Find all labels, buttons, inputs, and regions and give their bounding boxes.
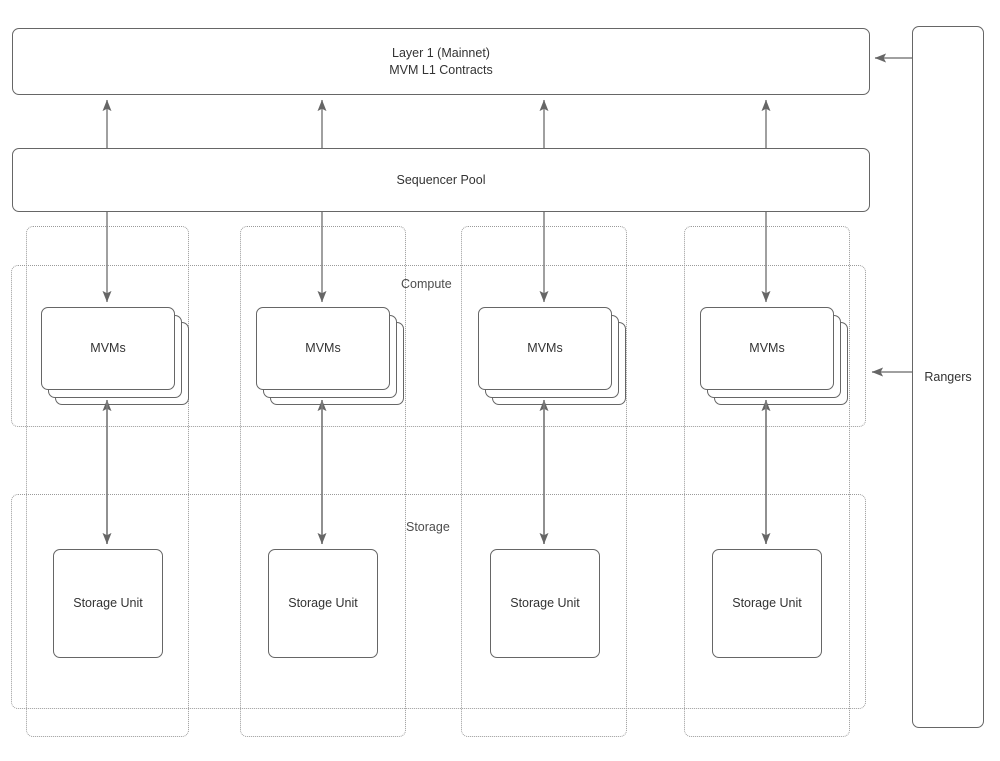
storage-unit-box-col4[interactable]: Storage Unit	[712, 549, 822, 658]
column-group-4	[684, 226, 850, 737]
storage-band-label: Storage	[406, 520, 450, 534]
storage-unit-label-col2: Storage Unit	[288, 596, 358, 610]
mvm-box-col2[interactable]: MVMs	[256, 307, 390, 390]
compute-band-label: Compute	[401, 277, 452, 291]
storage-unit-label-col1: Storage Unit	[73, 596, 143, 610]
sequencer-pool-box[interactable]: Sequencer Pool	[12, 148, 870, 212]
storage-unit-box-col2[interactable]: Storage Unit	[268, 549, 378, 658]
column-group-2	[240, 226, 406, 737]
layer1-mainnet-box[interactable]: Layer 1 (Mainnet) MVM L1 Contracts	[12, 28, 870, 95]
mvm-box-col3[interactable]: MVMs	[478, 307, 612, 390]
mvm-label-col2: MVMs	[305, 341, 341, 355]
storage-band	[11, 494, 866, 709]
mvm-label-col3: MVMs	[527, 341, 563, 355]
mvm-box-col1[interactable]: MVMs	[41, 307, 175, 390]
storage-unit-box-col1[interactable]: Storage Unit	[53, 549, 163, 658]
storage-unit-box-col3[interactable]: Storage Unit	[490, 549, 600, 658]
mvm-label-col4: MVMs	[749, 341, 785, 355]
storage-unit-label-col4: Storage Unit	[732, 596, 802, 610]
mvm-box-col4[interactable]: MVMs	[700, 307, 834, 390]
sequencer-pool-label: Sequencer Pool	[396, 172, 486, 187]
rangers-label: Rangers	[924, 369, 972, 384]
compute-band	[11, 265, 866, 427]
mvm-label-col1: MVMs	[90, 341, 126, 355]
layer1-title-line1: Layer 1 (Mainnet)	[392, 45, 490, 60]
rangers-box[interactable]: Rangers	[912, 26, 984, 728]
layer1-title-line2: MVM L1 Contracts	[389, 62, 493, 77]
storage-unit-label-col3: Storage Unit	[510, 596, 580, 610]
